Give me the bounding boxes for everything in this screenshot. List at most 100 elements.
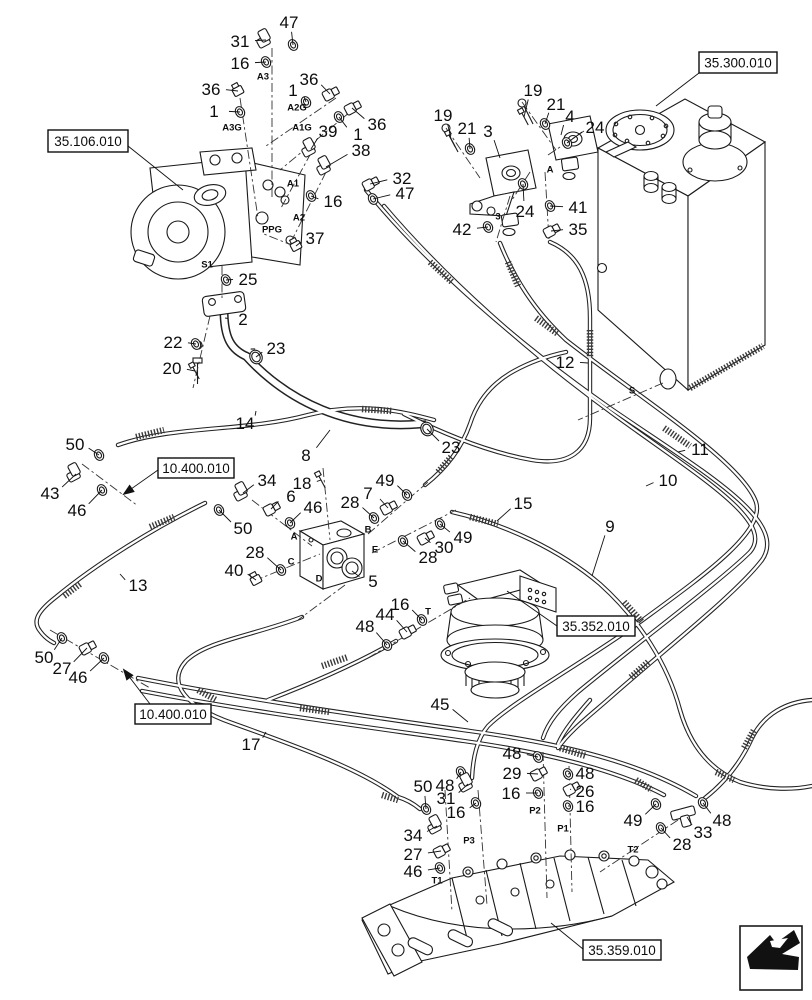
callout-label[interactable]: 14 [236, 414, 255, 433]
callout-label[interactable]: 16 [391, 595, 410, 614]
callout-label[interactable]: 27 [404, 845, 423, 864]
callout-label[interactable]: 42 [453, 220, 472, 239]
callout-label[interactable]: 38 [352, 141, 371, 160]
callout-label[interactable]: 46 [69, 668, 88, 687]
callout-label[interactable]: 16 [502, 784, 521, 803]
callout-label[interactable]: 17 [242, 735, 261, 754]
leader-line [186, 368, 196, 372]
callout-label[interactable]: 47 [280, 13, 299, 32]
callout-label[interactable]: 36 [300, 70, 319, 89]
callout-label[interactable]: 37 [306, 229, 325, 248]
callout-label[interactable]: 13 [129, 576, 148, 595]
callout-label[interactable]: 18 [293, 474, 312, 493]
callout-label[interactable]: 3 [483, 122, 492, 141]
callout-label[interactable]: 1 [353, 125, 362, 144]
callout-label[interactable]: 28 [246, 543, 265, 562]
callout-label[interactable]: 40 [225, 561, 244, 580]
callout-label[interactable]: 29 [503, 764, 522, 783]
callout-label[interactable]: 1 [209, 102, 218, 121]
callout-label[interactable]: 15 [514, 494, 533, 513]
callout-label[interactable]: 48 [713, 811, 732, 830]
callout-label[interactable]: 25 [239, 270, 258, 289]
callout-label[interactable]: 34 [258, 471, 277, 490]
callout-label[interactable]: 5 [368, 572, 377, 591]
callout-label[interactable]: 28 [673, 835, 692, 854]
callout-label[interactable]: 31 [437, 789, 456, 808]
callout-label[interactable]: 26 [576, 782, 595, 801]
callout-label[interactable]: 48 [576, 764, 595, 783]
callout-label[interactable]: 43 [41, 484, 60, 503]
callout-label[interactable]: 21 [547, 95, 566, 114]
callout-label[interactable]: 28 [419, 548, 438, 567]
callout-label[interactable]: 50 [66, 435, 85, 454]
callout-label[interactable]: 12 [556, 353, 575, 372]
callout-label[interactable]: 16 [576, 797, 595, 816]
callout-label[interactable]: 33 [694, 823, 713, 842]
callout-label[interactable]: 24 [586, 118, 605, 137]
callout-label[interactable]: 22 [164, 333, 183, 352]
callout-label[interactable]: 34 [404, 826, 423, 845]
ref-box-35.359.010[interactable]: 35.359.010 [550, 922, 662, 961]
callout-label[interactable]: 32 [393, 169, 412, 188]
ref-box-35.106.010[interactable]: 35.106.010 [47, 129, 184, 191]
callout-label[interactable]: 27 [53, 659, 72, 678]
callout-label[interactable]: 6 [286, 487, 295, 506]
callout-label[interactable]: 35 [569, 220, 588, 239]
callout-label[interactable]: 10 [659, 471, 678, 490]
callout-label[interactable]: 48 [356, 617, 375, 636]
callout-label[interactable]: 49 [454, 528, 473, 547]
elbow-fitting-glyph [66, 462, 81, 483]
callout-label[interactable]: 31 [231, 32, 250, 51]
callout-label[interactable]: 36 [368, 115, 387, 134]
callout-label[interactable]: 1 [288, 81, 297, 100]
port-label: A [547, 165, 554, 176]
callout-label[interactable]: 21 [458, 119, 477, 138]
ref-box-10.400.010[interactable]: 10.400.010 [119, 666, 212, 725]
callout-label[interactable]: 19 [524, 81, 543, 100]
callout-label[interactable]: 16 [324, 192, 343, 211]
ref-box-10.400.010[interactable]: 10.400.010 [120, 457, 235, 499]
callout-label[interactable]: 41 [569, 198, 588, 217]
callout-label[interactable]: 36 [202, 80, 221, 99]
callout-label[interactable]: 45 [431, 695, 450, 714]
callout-label[interactable]: 16 [231, 54, 250, 73]
callout-label[interactable]: 49 [624, 811, 643, 830]
callout-label[interactable]: 11 [691, 440, 709, 459]
ref-box-35.300.010[interactable]: 35.300.010 [655, 51, 778, 107]
callout-label[interactable]: 47 [396, 184, 415, 203]
fitting-glyph [379, 500, 398, 516]
callout-label[interactable]: 48 [436, 776, 455, 795]
ref-leader-line [655, 72, 700, 107]
callout-label[interactable]: 7 [363, 484, 372, 503]
callout-label[interactable]: 23 [267, 339, 286, 358]
callout-label[interactable]: 8 [301, 446, 310, 465]
callout-label[interactable]: 44 [376, 605, 395, 624]
callout-label[interactable]: 9 [605, 517, 614, 536]
ref-arrowhead-icon [122, 668, 134, 681]
callout-label[interactable]: 39 [319, 122, 338, 141]
hydraulic-pump [130, 147, 306, 317]
swing-motor [440, 569, 557, 699]
callout-label[interactable]: 30 [435, 538, 454, 557]
leader-line [88, 447, 100, 456]
callout-label[interactable]: 16 [447, 803, 466, 822]
leader-line [396, 620, 408, 633]
callout-label[interactable]: 46 [68, 501, 87, 520]
callout-label[interactable]: 48 [503, 744, 522, 763]
port-label: S [629, 386, 635, 397]
callout-label[interactable]: 50 [234, 519, 253, 538]
callout-label[interactable]: 4 [565, 107, 574, 126]
callout-label[interactable]: 28 [341, 493, 360, 512]
callout-label[interactable]: 49 [376, 471, 395, 490]
callout-label[interactable]: 24 [516, 202, 535, 221]
callout-label[interactable]: 23 [442, 438, 461, 457]
callout-label[interactable]: 50 [414, 777, 433, 796]
callout-label[interactable]: 19 [434, 106, 453, 125]
callout-label[interactable]: 46 [304, 498, 323, 517]
callout-label[interactable]: 46 [404, 862, 423, 881]
ref-box-35.352.010[interactable]: 35.352.010 [506, 590, 636, 637]
callout-label[interactable]: 50 [35, 648, 54, 667]
callout-label[interactable]: 20 [163, 359, 182, 378]
leader-line [270, 501, 279, 510]
callout-label[interactable]: 2 [238, 310, 247, 329]
